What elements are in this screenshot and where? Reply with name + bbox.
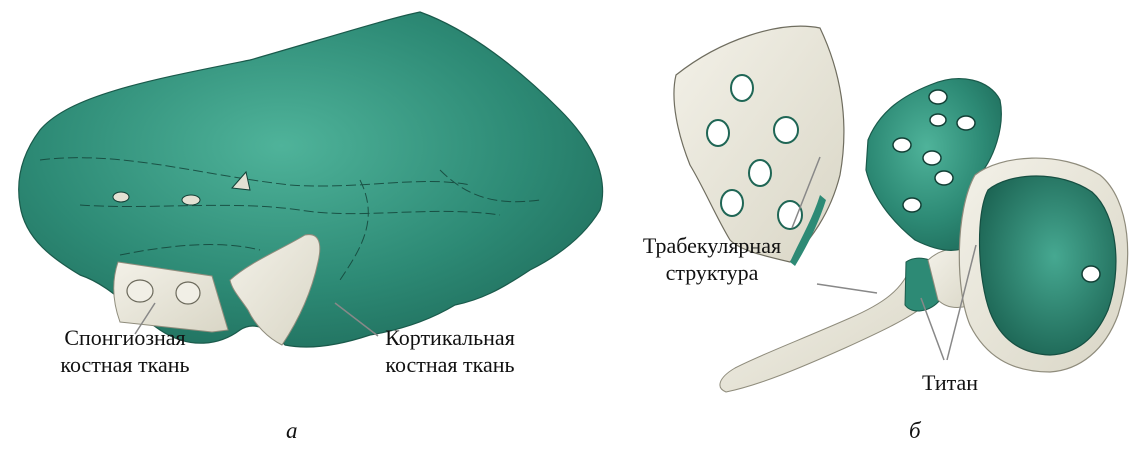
flange-hole: [903, 198, 921, 212]
caption-panel-b: б: [909, 418, 921, 444]
label-cortical-bone: Кортикальная костная ткань: [355, 324, 545, 378]
bone-body: [19, 12, 603, 347]
flange-hole: [930, 114, 946, 126]
plate-hole: [774, 117, 798, 143]
label-spongy-bone-line2: костная ткань: [40, 351, 210, 378]
label-cortical-bone-line1: Кортикальная: [355, 324, 545, 351]
flange-hole: [923, 151, 941, 165]
plate-hole: [778, 201, 802, 229]
spongy-hole: [176, 282, 200, 304]
leader-line-titanium-1: [921, 298, 944, 360]
label-trabecular-structure: Трабекулярная структура: [612, 232, 812, 286]
plate-hole: [749, 160, 771, 186]
bone-hole: [182, 195, 200, 205]
flange-hole: [929, 90, 947, 104]
pelvic-bone-model: [19, 12, 603, 347]
bone-hole: [113, 192, 129, 202]
label-titanium: Титан: [900, 369, 1000, 396]
trabecular-plate: [674, 26, 844, 262]
leader-line-trabecular-stem: [817, 284, 877, 293]
acetabular-cup-inner: [980, 176, 1116, 355]
label-spongy-bone-line1: Спонгиозная: [40, 324, 210, 351]
spongy-hole: [127, 280, 153, 302]
label-trabecular-line2: структура: [612, 259, 812, 286]
label-trabecular-line1: Трабекулярная: [612, 232, 812, 259]
plate-hole: [731, 75, 753, 101]
label-spongy-bone: Спонгиозная костная ткань: [40, 324, 210, 378]
caption-panel-a: а: [286, 418, 298, 444]
implant-model: [674, 26, 1128, 392]
plate-hole: [707, 120, 729, 146]
cup-hole: [1082, 266, 1100, 282]
flange-hole: [935, 171, 953, 185]
label-cortical-bone-line2: костная ткань: [355, 351, 545, 378]
flange-hole: [893, 138, 911, 152]
flange-hole: [957, 116, 975, 130]
plate-hole: [721, 190, 743, 216]
